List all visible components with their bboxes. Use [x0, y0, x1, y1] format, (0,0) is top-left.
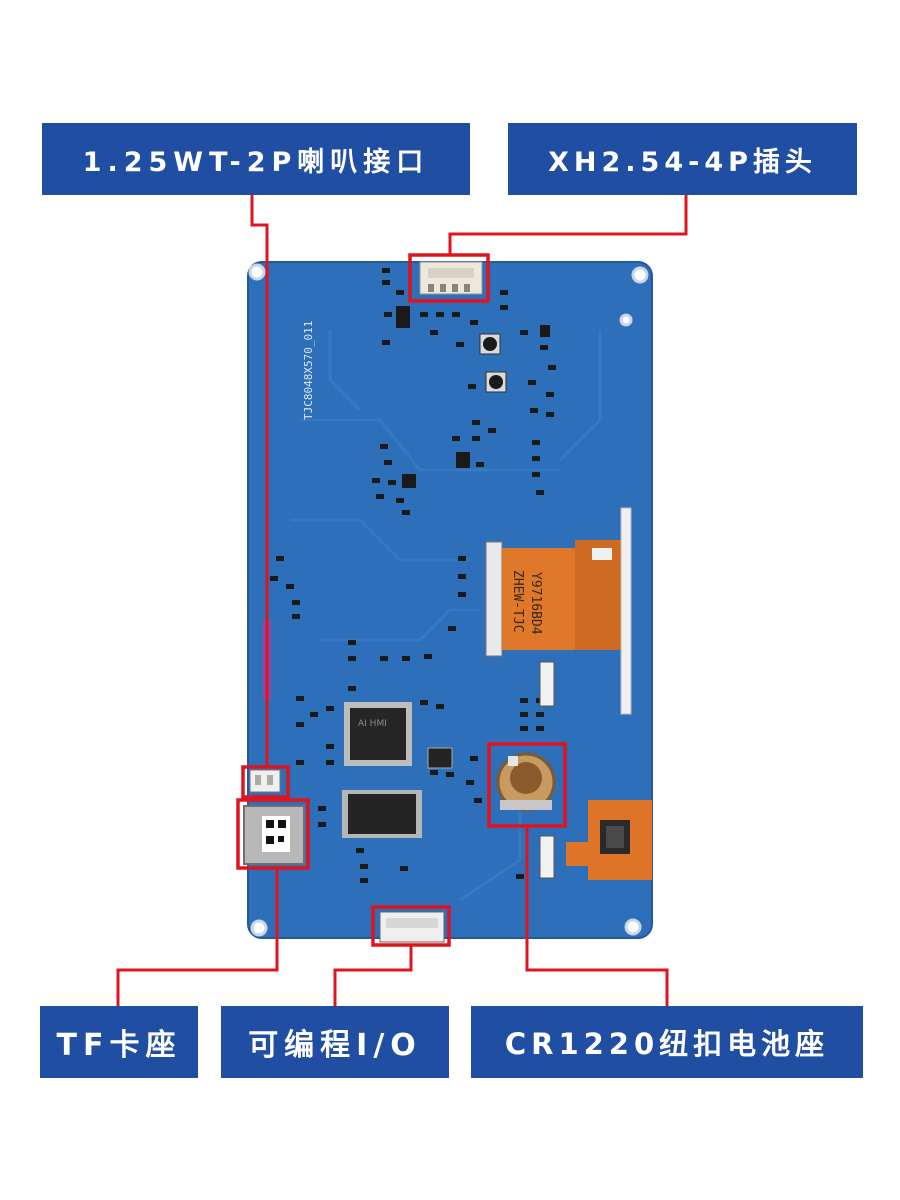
hole-bottom-left	[250, 919, 268, 937]
mounting-holes	[248, 263, 649, 937]
tf-card-slot	[243, 805, 305, 865]
pcb-traces	[290, 330, 602, 902]
smd-components	[270, 268, 556, 883]
callout-speaker	[250, 195, 269, 767]
fpc-stiffener	[620, 507, 632, 715]
callout-battery	[525, 826, 669, 1006]
callout-tf	[116, 868, 279, 1006]
flash-chip	[342, 790, 422, 838]
touch-fpc	[566, 800, 652, 880]
hole-bottom-right	[624, 918, 642, 936]
zif-connectors	[539, 661, 555, 879]
board-model-text: TJC8048X570_011	[302, 321, 315, 420]
xh-connector	[419, 261, 483, 295]
callout-xh	[448, 195, 688, 255]
hole-top-right	[631, 266, 649, 284]
chip-mark-text: AI HMI	[358, 719, 387, 729]
coin-cell-holder	[496, 752, 556, 812]
io-connector	[379, 911, 445, 943]
label-xh-connector: XH2.54-4P插头	[508, 123, 857, 195]
highlight-tf	[236, 798, 310, 870]
fpc-maker-text: ZHEW-TJC	[510, 570, 525, 633]
hole-right-mid	[619, 313, 633, 327]
callout-lines	[116, 195, 688, 1006]
callout-io	[333, 945, 413, 1006]
label-coin-battery-holder: CR1220纽扣电池座	[471, 1006, 863, 1078]
label-programmable-io: 可编程I/O	[221, 1006, 449, 1078]
fpc-code-text: Y9716BD4	[528, 572, 543, 635]
hole-top-left	[248, 263, 266, 281]
fpc-ribbon: Y9716BD4 ZHEW-TJC	[485, 540, 630, 657]
label-speaker-interface: 1.25WT-2P喇叭接口	[42, 123, 470, 195]
small-ic	[427, 747, 453, 769]
speaker-connector	[249, 769, 281, 793]
mcu-chip: AI HMI	[344, 702, 412, 766]
capacitors	[479, 333, 507, 393]
label-tf-card-slot: TF卡座	[40, 1006, 198, 1078]
